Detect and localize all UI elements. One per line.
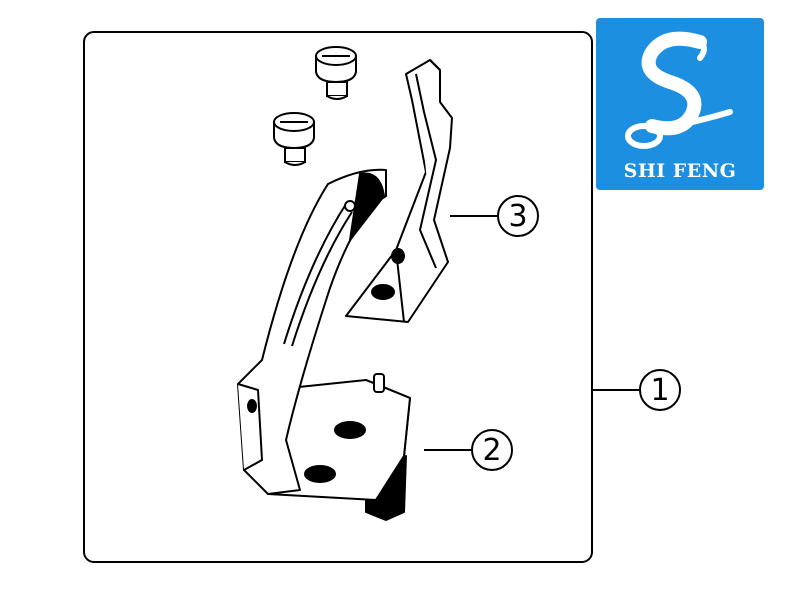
assembly-frame xyxy=(83,31,593,563)
brand-logo: SHI FENG xyxy=(596,18,764,190)
callout-1: 1 xyxy=(592,369,681,411)
callout-1-number: 1 xyxy=(650,373,669,408)
callout-3-number: 3 xyxy=(508,199,527,234)
callout-2: 2 xyxy=(424,429,513,471)
screw-top xyxy=(315,46,357,100)
main-arm xyxy=(237,168,387,495)
stylized-s-glyph xyxy=(625,31,733,149)
callout-2-number: 2 xyxy=(482,433,501,468)
callout-3: 3 xyxy=(450,195,539,237)
brand-name: SHI FENG xyxy=(623,160,737,182)
guard-plate xyxy=(345,59,453,323)
screw-bottom xyxy=(273,112,315,166)
